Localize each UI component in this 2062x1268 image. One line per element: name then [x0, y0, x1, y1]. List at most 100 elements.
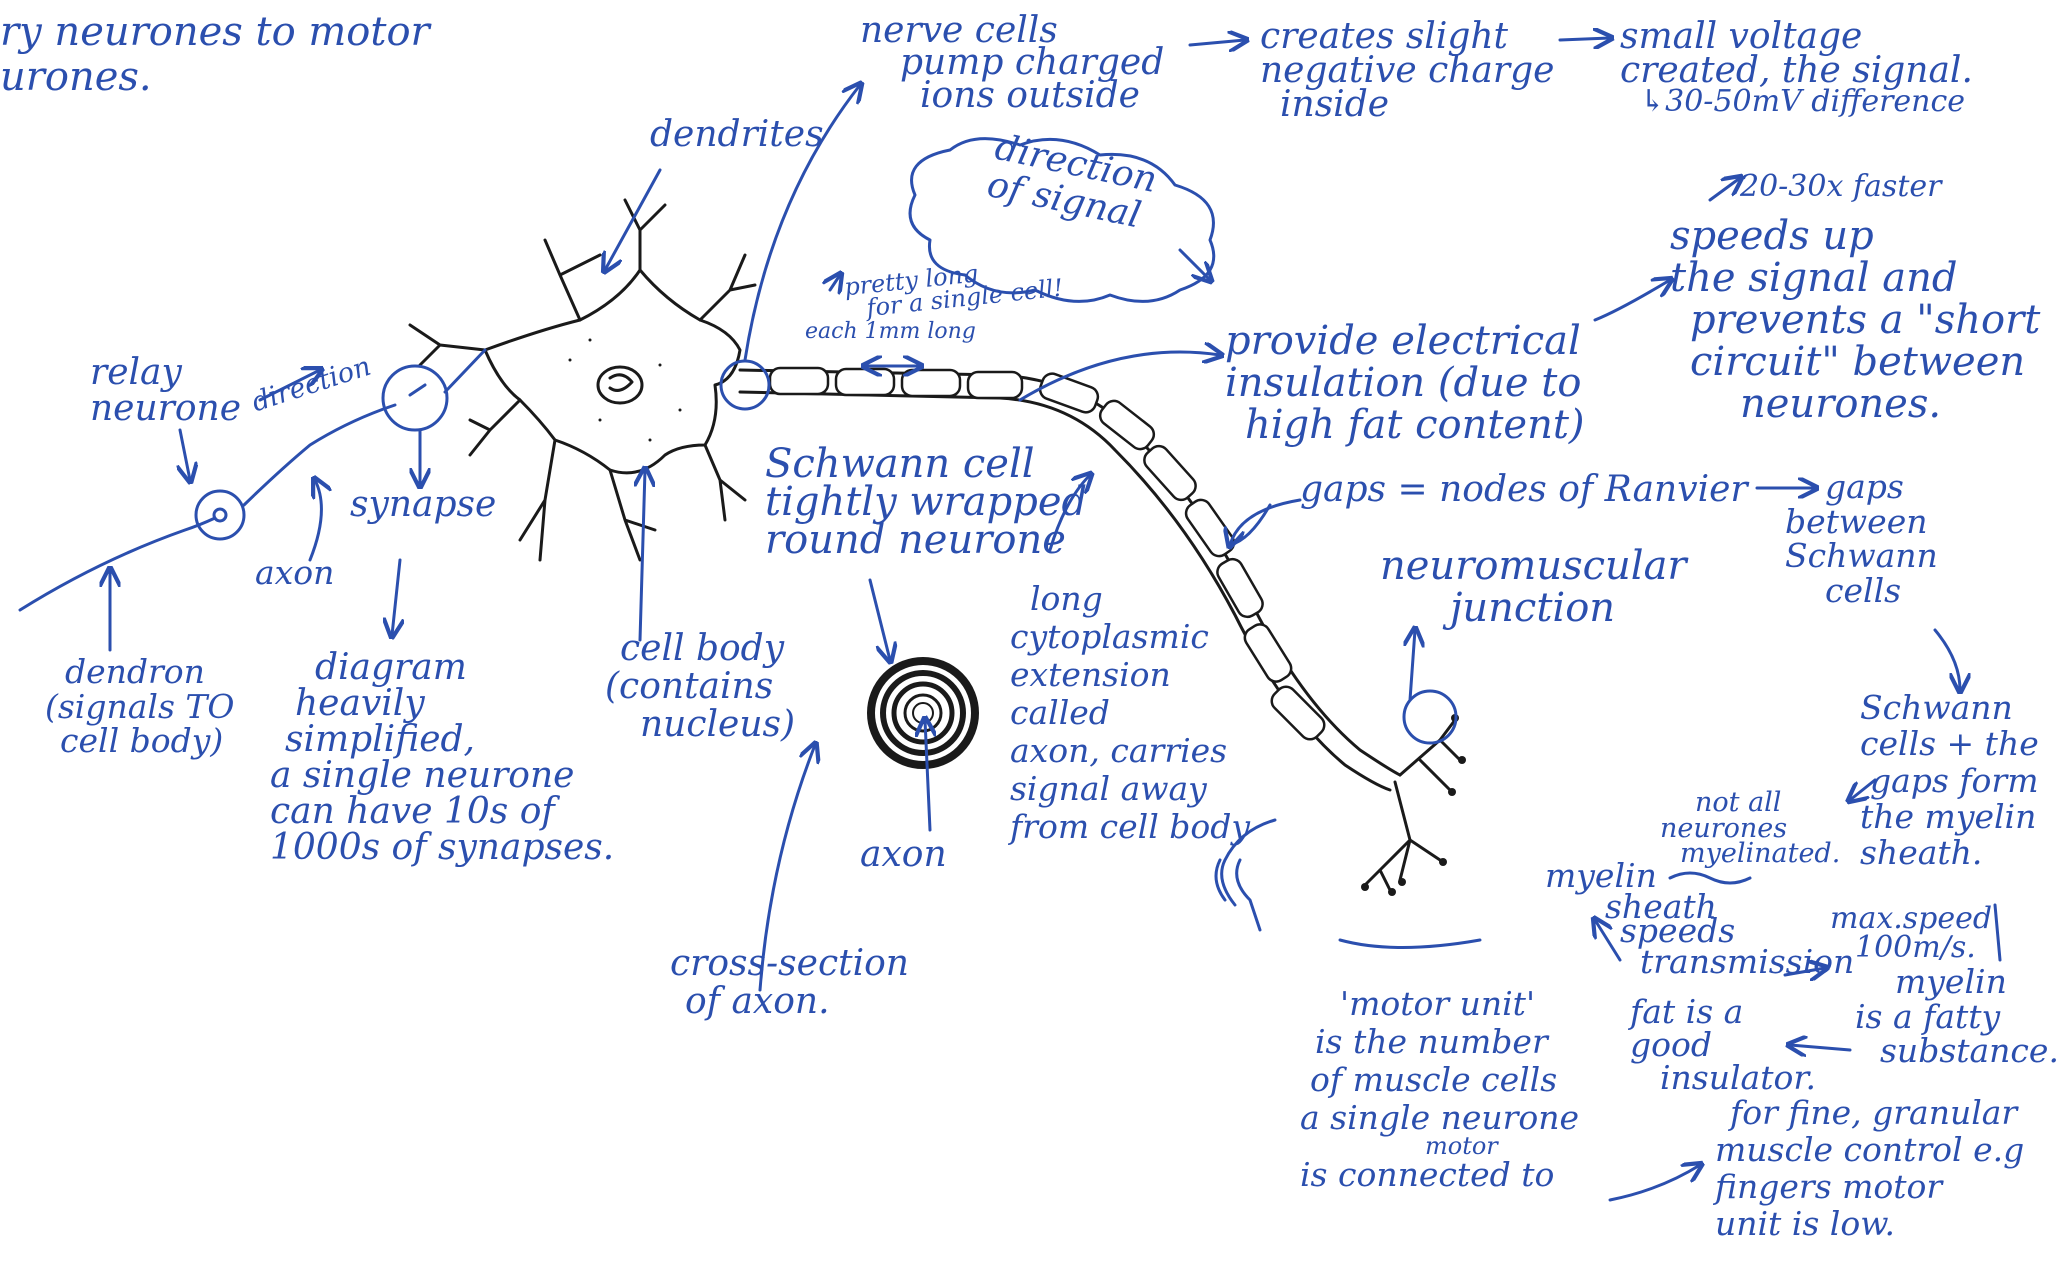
label-line: 'motor unit' — [1300, 985, 1579, 1023]
label-line: created, the signal. — [1620, 54, 1973, 88]
label-line: between — [1785, 505, 1938, 540]
label-line: long — [1010, 580, 1250, 618]
label-schwann-gaps-myelin: Schwann cells + the gaps form the myelin… — [1860, 690, 2039, 871]
label-max-speed: max.speed 100m/s. — [1830, 905, 1992, 962]
label-line: myelin — [1855, 965, 2059, 1000]
marker-circle-junction — [1404, 691, 1456, 743]
label-schwann-cell: Schwann cell tightly wrapped round neuro… — [765, 445, 1087, 559]
label-fine-control: for fine, granular muscle control e.g fi… — [1715, 1095, 2024, 1243]
label-line: provide electrical — [1225, 320, 1585, 362]
label-line: can have 10s of — [270, 794, 614, 830]
label-line: is connected to — [1300, 1156, 1579, 1194]
label-line: of muscle cells — [1300, 1061, 1579, 1099]
label-line: a single neurone — [270, 758, 614, 794]
label-fat-insulator: fat is a good insulator. — [1630, 995, 1816, 1094]
label-line: of axon. — [670, 983, 909, 1021]
label-line: cytoplasmic — [1010, 618, 1250, 656]
label-gaps-nodes: gaps = nodes of Ranvier — [1300, 470, 1748, 510]
label-line: signal away — [1010, 770, 1250, 808]
label-line: diagram — [270, 650, 614, 686]
label-axon-left: axon — [255, 555, 334, 592]
label-line: inside — [1260, 88, 1554, 122]
label-dendron: dendron (signals TO cell body) — [45, 655, 234, 759]
label-gaps-between: gaps between Schwann cells — [1785, 470, 1938, 609]
label-line: called — [1010, 694, 1250, 732]
label-line: ions outside — [860, 80, 1164, 112]
label-line: extension — [1010, 656, 1250, 694]
label-line: junction — [1380, 587, 1687, 629]
label-line: (signals TO — [45, 690, 234, 725]
label-line: urones. — [0, 55, 430, 100]
label-faster: 20-30x faster — [1740, 170, 1941, 204]
label-line: high fat content) — [1225, 404, 1585, 446]
label-line: 100m/s. — [1830, 934, 1992, 963]
label-line: cell body) — [45, 724, 234, 759]
label-each-1mm: each 1mm long — [805, 320, 976, 345]
label-line: tightly wrapped — [765, 483, 1087, 521]
label-line: fingers motor — [1715, 1169, 2024, 1206]
label-line: heavily — [270, 686, 614, 722]
label-line: negative charge — [1260, 54, 1554, 88]
label-neuromuscular-junction: neuromuscular junction — [1380, 545, 1687, 629]
label-line: (contains — [605, 668, 795, 706]
label-line: prevents a "short — [1670, 299, 2040, 341]
label-line: relay — [90, 355, 241, 391]
label-line: insulation (due to — [1225, 362, 1585, 404]
label-line: fat is a — [1630, 995, 1816, 1028]
label-line: from cell body — [1010, 808, 1250, 846]
label-line: round neurone — [765, 521, 1087, 559]
label-line: is the number — [1300, 1023, 1579, 1061]
label-nerve-cells: nerve cells pump charged ions outside — [860, 15, 1164, 112]
label-creates-charge: creates slight negative charge inside — [1260, 20, 1554, 123]
label-cross-section: cross-section of axon. — [670, 945, 909, 1021]
label-line: simplified, — [270, 722, 614, 758]
label-line: not all — [1660, 790, 1840, 816]
label-line: cross-section — [670, 945, 909, 983]
label-speeds-up: speeds up the signal and prevents a "sho… — [1670, 215, 2040, 425]
label-line: axon, carries — [1010, 732, 1250, 770]
label-axon-cross: axon — [860, 835, 947, 875]
label-motor-unit: 'motor unit' is the number of muscle cel… — [1300, 985, 1579, 1194]
marker-circle-axon-start — [721, 361, 769, 409]
label-line: ↳30-50mV difference — [1620, 88, 1973, 117]
direction-arrow — [1180, 250, 1210, 280]
label-line: speeds up — [1670, 215, 2040, 257]
label-relay-neurone: relay neurone — [90, 355, 241, 427]
label-top-left: ry neurones to motor urones. — [0, 10, 430, 100]
label-line: Schwann — [1785, 539, 1938, 574]
label-line: dendron — [45, 655, 234, 690]
label-line: 1000s of synapses. — [270, 830, 614, 866]
label-line: Schwann — [1860, 690, 2039, 726]
label-line: substance. — [1855, 1034, 2059, 1069]
label-synapse: synapse — [350, 485, 496, 525]
label-line: unit is low. — [1715, 1206, 2024, 1243]
label-line: circuit" between — [1670, 341, 2040, 383]
label-line: cells — [1785, 574, 1938, 609]
label-myelin-fatty: myelin is a fatty substance. — [1855, 965, 2059, 1069]
label-line: the myelin — [1860, 799, 2039, 835]
label-line: motor — [1300, 1137, 1579, 1156]
label-line: small voltage — [1620, 20, 1973, 54]
label-line: insulator. — [1630, 1061, 1816, 1094]
label-speeds-transmission: speeds transmission — [1620, 915, 1854, 978]
label-long-cytoplasmic: long cytoplasmic extension called axon, … — [1010, 580, 1250, 846]
label-line: cell body — [605, 630, 795, 668]
label-line: the signal and — [1670, 257, 2040, 299]
label-line: creates slight — [1260, 20, 1554, 54]
label-line: transmission — [1620, 946, 1854, 977]
label-insulation: provide electrical insulation (due to hi… — [1225, 320, 1585, 446]
label-line: neurone — [90, 391, 241, 427]
label-small-voltage: small voltage created, the signal. ↳30-5… — [1620, 20, 1973, 117]
label-line: neurones. — [1670, 383, 2040, 425]
label-line: for fine, granular — [1715, 1095, 2024, 1132]
label-line: is a fatty — [1855, 1000, 2059, 1035]
label-line: cells + the — [1860, 726, 2039, 762]
label-line: Schwann cell — [765, 445, 1087, 483]
label-line: good — [1630, 1028, 1816, 1061]
label-line: gaps — [1785, 470, 1938, 505]
label-line: sheath. — [1860, 835, 2039, 871]
label-dendrites: dendrites — [650, 115, 824, 155]
label-line: ry neurones to motor — [0, 10, 430, 55]
label-line: gaps form — [1860, 763, 2039, 799]
